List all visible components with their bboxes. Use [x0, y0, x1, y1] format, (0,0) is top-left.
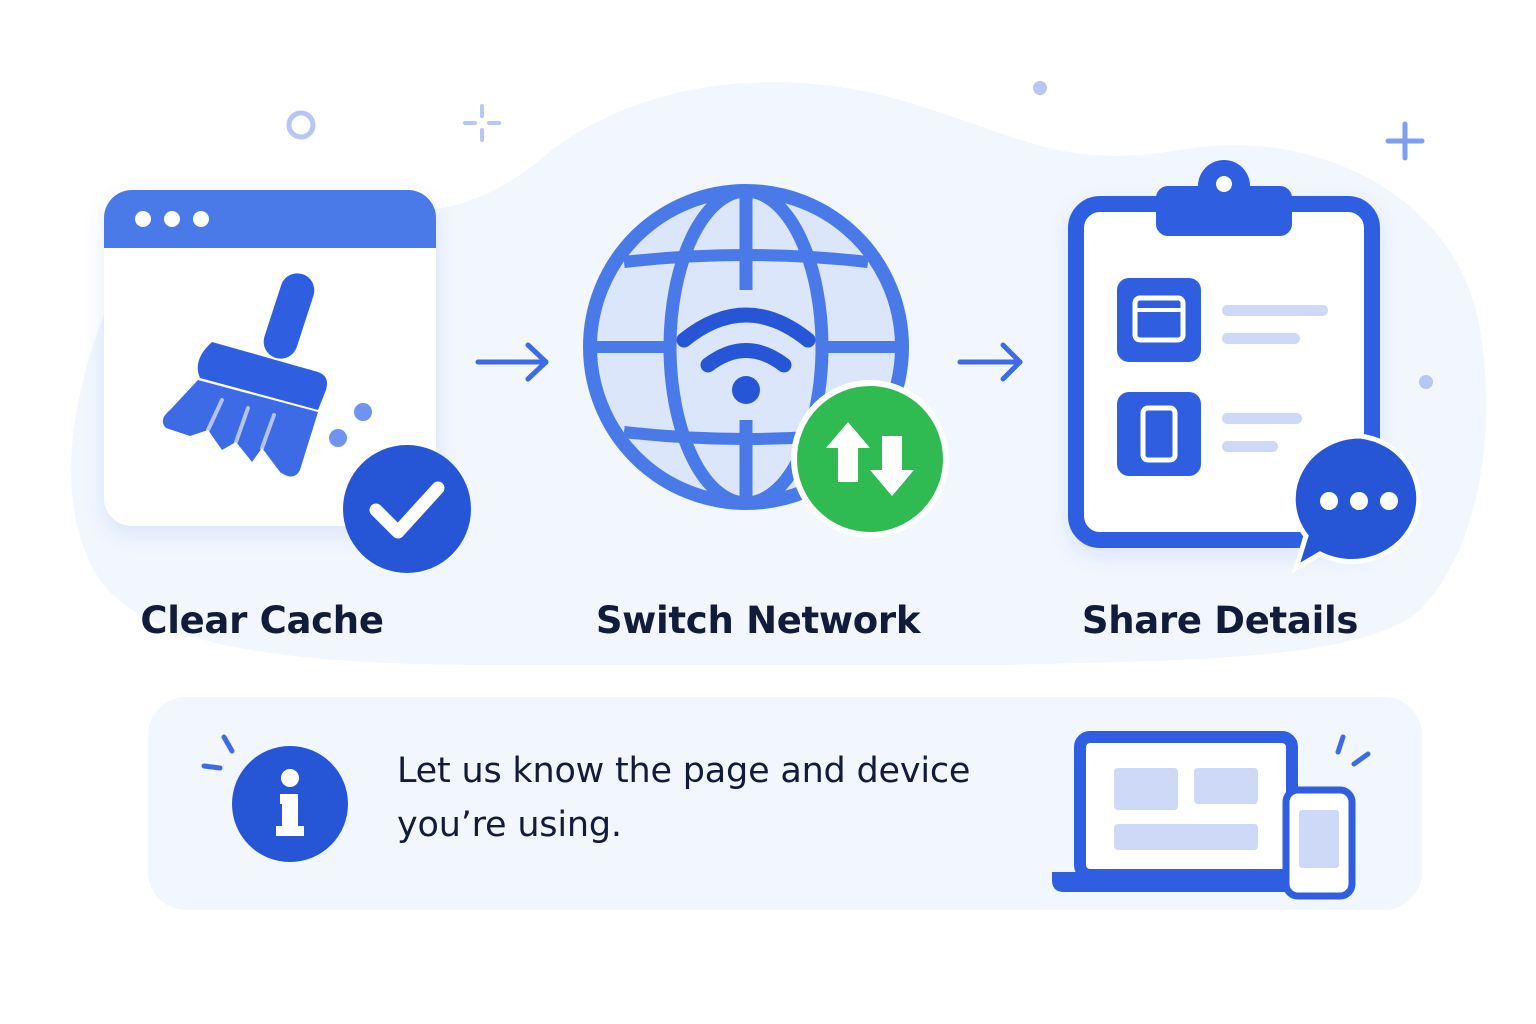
- decorative-sparkles: [286, 81, 1433, 389]
- up-down-arrows-icon: [826, 422, 914, 496]
- chat-bubble-icon: [1290, 433, 1422, 574]
- check-icon: [369, 481, 445, 539]
- step-label-share-details: Share Details: [1081, 599, 1359, 642]
- check-badge: [343, 445, 471, 573]
- step-label-clear-cache: Clear Cache: [140, 599, 384, 642]
- info-icon: [201, 734, 348, 862]
- wifi-icon: [676, 307, 816, 373]
- arrow-icon-2: [957, 342, 1023, 382]
- network-badge: [791, 380, 949, 538]
- info-message: Let us know the page and device you’re u…: [397, 744, 1037, 852]
- step-label-switch-network: Switch Network: [595, 599, 921, 642]
- arrow-icon-1: [475, 342, 549, 382]
- info-message-line-2: you’re using.: [397, 805, 622, 845]
- laptop-phone-icon: [1052, 731, 1371, 900]
- broom-icon: [162, 273, 327, 477]
- info-message-line-1: Let us know the page and device: [397, 751, 971, 791]
- clipboard-checklist-icon: [1068, 160, 1380, 548]
- browser-broom-icon: [104, 190, 436, 526]
